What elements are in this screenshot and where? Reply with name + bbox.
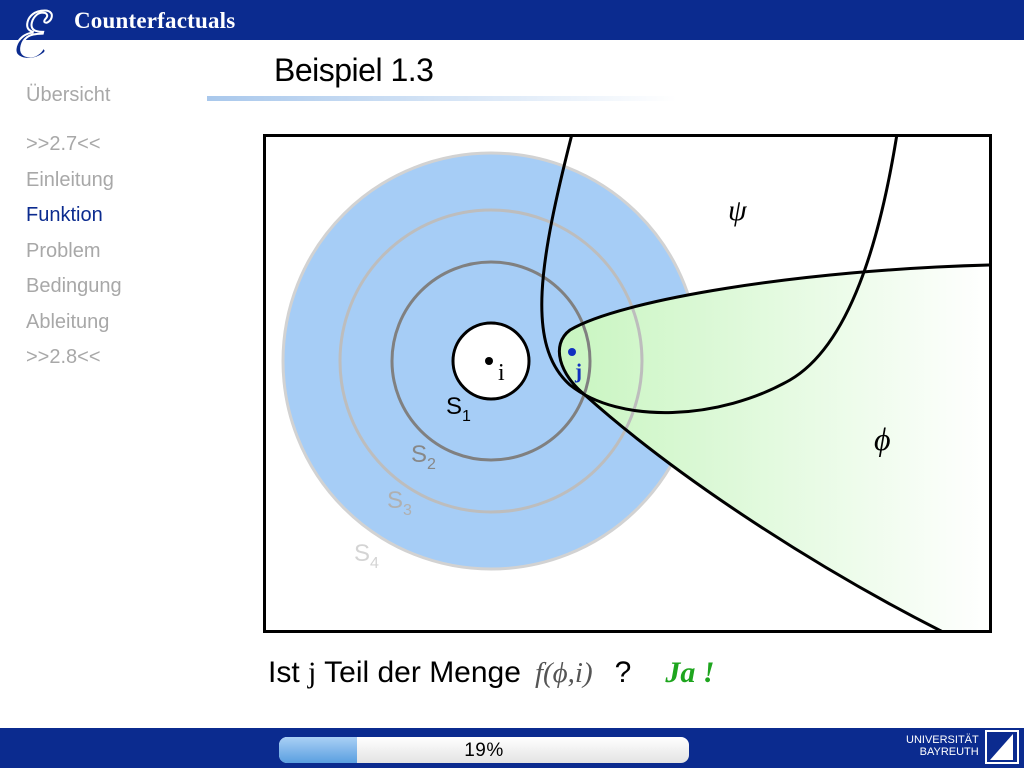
- psi-boundary: [540, 137, 899, 414]
- sphere-s2-label: S2: [411, 441, 436, 473]
- progress-fill: [279, 737, 357, 763]
- university-logo-icon: [985, 730, 1019, 764]
- world-j-label: j: [574, 359, 582, 383]
- app-title: Counterfactuals: [74, 8, 236, 33]
- psi-label: ψ: [728, 194, 748, 227]
- sphere-s3: [338, 208, 644, 514]
- phi-boundary: [557, 263, 989, 630]
- caption-question-mark: ?: [614, 656, 632, 689]
- university-name: UNIVERSITÄT BAYREUTH: [906, 734, 979, 758]
- slide-title: Beispiel 1.3: [274, 52, 434, 88]
- nav-item-prev-chapter[interactable]: >>2.7<<: [26, 133, 101, 155]
- nav-item-problem[interactable]: Problem: [26, 240, 101, 262]
- header-bar: [0, 0, 1024, 40]
- world-i-point: [485, 357, 493, 365]
- progress-label: 19%: [464, 740, 504, 761]
- sphere-s4-label: S4: [354, 540, 379, 572]
- nav-item-bedingung[interactable]: Bedingung: [26, 275, 122, 297]
- nav-item-ableitung[interactable]: Ableitung: [26, 311, 110, 333]
- phi-region: [559, 265, 989, 630]
- nav-item-uebersicht[interactable]: Übersicht: [26, 84, 111, 106]
- logo-letter: ℰ: [8, 1, 53, 72]
- nav-item-next-chapter[interactable]: >>2.8<<: [26, 346, 101, 368]
- world-i-label: i: [498, 360, 505, 386]
- nav-item-funktion[interactable]: Funktion: [26, 204, 103, 226]
- nav-item-einleitung[interactable]: Einleitung: [26, 169, 114, 191]
- logo-icon: ℰ: [7, 0, 54, 72]
- world-j-point: [568, 348, 576, 356]
- sphere-s1-label: S1: [446, 393, 471, 425]
- sphere-s2: [390, 260, 592, 462]
- university-line1: UNIVERSITÄT: [906, 734, 979, 746]
- phi-label: ϕ: [874, 421, 891, 457]
- caption-var-j: j: [308, 656, 317, 689]
- caption-formula: f(ϕ,i): [534, 657, 593, 689]
- caption-middle: Teil der Menge: [316, 656, 521, 689]
- title-divider: [207, 96, 677, 101]
- sphere-diagram: i j ψ ϕ S1 S2 S3 S4: [263, 134, 992, 633]
- caption-answer: Ja !: [665, 656, 715, 689]
- progress-bar[interactable]: 19%: [279, 737, 689, 763]
- university-line2: BAYREUTH: [919, 746, 979, 758]
- caption-prefix: Ist: [268, 656, 309, 689]
- question-caption: Ist j Teil der Menge f(ϕ,i)? Ja !: [268, 656, 715, 690]
- sphere-s3-label: S3: [387, 487, 412, 519]
